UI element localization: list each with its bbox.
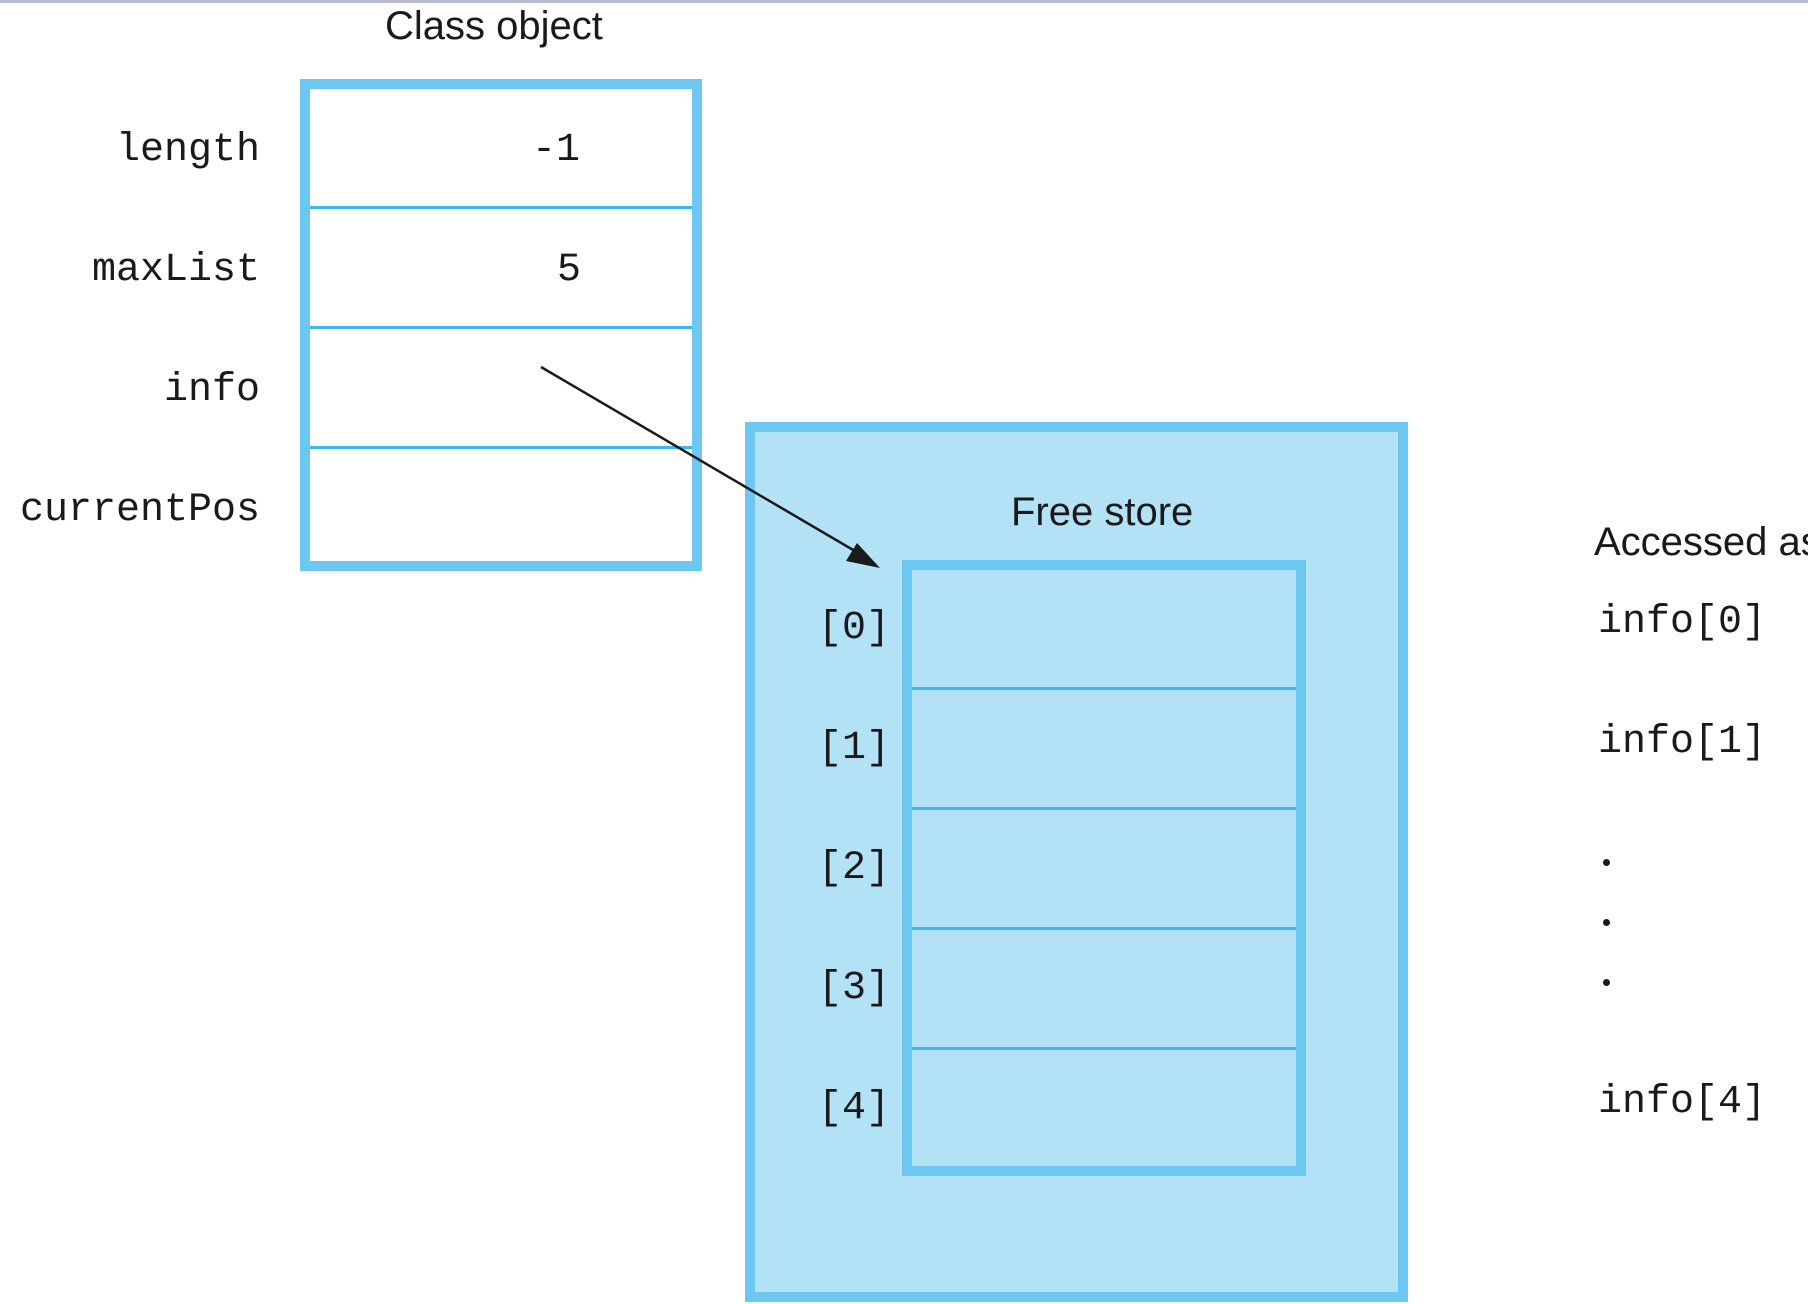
array-index-4: [4] [818,1086,891,1131]
free-store-title: Free store [1011,490,1194,534]
field-label-length: length [115,128,260,173]
field-value-maxlist: 5 [557,248,582,293]
array-cell-1 [912,690,1296,810]
array-cell-0 [912,570,1296,690]
field-value-length: -1 [532,128,581,173]
array-cell-3 [912,930,1296,1050]
dynamic-array [902,560,1306,1176]
accessed-as-title: Accessed as: [1594,520,1808,564]
ellipsis-dot [1603,919,1610,926]
array-cell-4 [912,1050,1296,1170]
class-field-cell-info [310,329,692,449]
array-index-0: [0] [818,606,891,651]
access-expression-0: info[0] [1598,600,1767,645]
class-field-cell-length [310,89,692,209]
array-index-2: [2] [818,846,891,891]
class-object-box [300,79,702,571]
access-expression-4: info[4] [1598,1080,1767,1125]
ellipsis-dot [1603,859,1610,866]
class-object-title: Class object [385,4,603,48]
class-field-cell-currentpos [310,449,692,569]
field-label-maxlist: maxList [91,248,260,293]
access-expression-1: info[1] [1598,720,1767,765]
class-field-cell-maxlist [310,209,692,329]
ellipsis-dot [1603,979,1610,986]
array-index-1: [1] [818,726,891,771]
array-cell-2 [912,810,1296,930]
top-rule [0,0,1808,3]
field-label-currentpos: currentPos [19,488,260,533]
array-index-3: [3] [818,966,891,1011]
field-label-info: info [163,368,260,413]
